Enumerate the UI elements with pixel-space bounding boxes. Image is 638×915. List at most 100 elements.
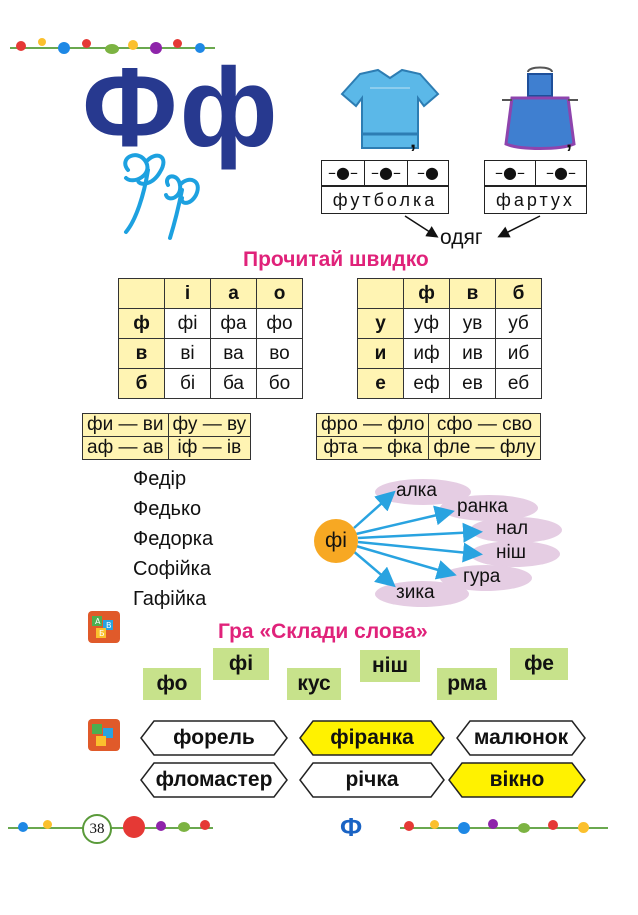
scheme-cell: –●– (365, 161, 408, 185)
ending-bubble (440, 495, 538, 521)
page-number: 38 (82, 814, 112, 844)
ending-text: зика (396, 582, 435, 603)
apron-word: фартух (484, 186, 587, 214)
pairs-table-right: фро — фло сфо — сво фта — фка фле — флу (315, 413, 541, 460)
table-row-header: у (357, 308, 404, 339)
pair-cell: фта — фка (315, 436, 430, 460)
table-corner (118, 278, 165, 309)
apron-syllable-scheme: –●– –●– (484, 160, 587, 186)
footer-letter: Ф (340, 812, 363, 842)
ending-text: алка (396, 480, 437, 501)
table-header: а (210, 278, 257, 309)
table-row-header: в (118, 338, 165, 369)
table-cell: ба (210, 368, 257, 399)
bottom-floral-border-right (400, 816, 608, 838)
game-title: Гра «Склади слова» (218, 620, 428, 643)
name-item: Софійка (133, 558, 211, 580)
table-cell: во (256, 338, 303, 369)
puzzle-syllable[interactable]: ніш (360, 650, 420, 682)
syllable-table-2: ф в б у уф ув уб и иф ив иб е еф ев еб (357, 278, 542, 399)
table-cell: еф (403, 368, 450, 399)
svg-text:В: В (106, 621, 112, 630)
table-cell: иб (495, 338, 542, 369)
apron-picture (500, 66, 580, 150)
word-tag-highlighted[interactable]: вікно (448, 762, 586, 798)
table-row-header: б (118, 368, 165, 399)
category-arrows (404, 215, 541, 238)
alphabet-blocks-icon: А В Б (87, 610, 121, 644)
table-cell: ві (164, 338, 211, 369)
accent-mark-tshirt: ʼ (410, 140, 417, 165)
puzzle-syllable[interactable]: кус (287, 668, 341, 700)
table-row-header: ф (118, 308, 165, 339)
table-cell: иф (403, 338, 450, 369)
table-row-header: и (357, 338, 404, 369)
word-tag-highlighted[interactable]: фіранка (299, 720, 445, 756)
scheme-cell: –● (417, 163, 439, 182)
scheme-cell: –●– (322, 161, 365, 185)
tshirt-picture (340, 68, 440, 150)
pair-cell: фро — фло (315, 413, 430, 437)
category-word: одяг (440, 226, 483, 249)
word-tag[interactable]: річка (299, 762, 445, 798)
table-cell: бо (256, 368, 303, 399)
name-item: Гафійка (133, 588, 207, 610)
table-cell: уб (495, 308, 542, 339)
printed-letter: Фф (82, 45, 280, 170)
puzzle-syllable[interactable]: фі (213, 648, 269, 680)
table-header: о (256, 278, 303, 309)
ending-bubble (470, 541, 560, 567)
word-text: малюнок (473, 726, 569, 749)
puzzle-syllable[interactable]: рма (437, 668, 497, 700)
table-header: і (164, 278, 211, 309)
table-cell: ив (449, 338, 496, 369)
svg-text:Б: Б (99, 629, 105, 638)
tshirt-syllable-scheme: –●– –●– –● (321, 160, 449, 186)
table-cell: ев (449, 368, 496, 399)
table-cell: бі (164, 368, 211, 399)
table-cell: фа (210, 308, 257, 339)
accent-mark-apron: ʼ (566, 140, 573, 165)
tshirt-word: футболка (321, 186, 449, 214)
alphabet-blocks-icon (87, 718, 121, 752)
pair-cell: сфо — сво (428, 413, 541, 437)
word-tag[interactable]: малюнок (456, 720, 586, 756)
read-fast-title: Прочитай швидко (243, 248, 429, 271)
table-header: б (495, 278, 542, 309)
ending-text: нал (496, 518, 529, 539)
puzzle-syllable[interactable]: фе (510, 648, 568, 680)
table-row-header: е (357, 368, 404, 399)
handwritten-letter-image (108, 140, 213, 245)
word-tag[interactable]: фломастер (140, 762, 288, 798)
word-text: річка (345, 768, 399, 791)
table-corner (357, 278, 404, 309)
ending-text: ранка (457, 496, 508, 517)
table-cell: ув (449, 308, 496, 339)
syllable-table-1: і а о ф фі фа фо в ві ва во б бі ба бо (118, 278, 303, 399)
word-text: форель (173, 726, 255, 749)
pair-cell: аф — ав (82, 436, 169, 460)
table-cell: фо (256, 308, 303, 339)
table-cell: уф (403, 308, 450, 339)
name-item: Федько (133, 498, 202, 520)
svg-text:А: А (95, 617, 101, 626)
scheme-cell: –●– (546, 163, 576, 182)
word-tag[interactable]: форель (140, 720, 288, 756)
table-header: ф (403, 278, 450, 309)
ending-text: гура (463, 566, 501, 587)
center-syllable: фі (314, 519, 358, 563)
table-cell: ва (210, 338, 257, 369)
pairs-table-left: фи — ви фу — ву аф — ав іф — ів (82, 413, 252, 460)
table-cell: еб (495, 368, 542, 399)
pair-cell: фле — флу (428, 436, 541, 460)
pair-cell: іф — ів (167, 436, 252, 460)
syllable-arrows (351, 490, 483, 588)
name-item: Федорка (133, 528, 214, 550)
word-text: фіранка (330, 726, 414, 749)
scheme-cell: –●– (485, 161, 536, 185)
name-item: Федір (133, 468, 187, 490)
ending-text: ніш (496, 542, 526, 563)
top-floral-border (10, 36, 215, 58)
word-text: фломастер (155, 768, 273, 791)
puzzle-syllable[interactable]: фо (143, 668, 201, 700)
